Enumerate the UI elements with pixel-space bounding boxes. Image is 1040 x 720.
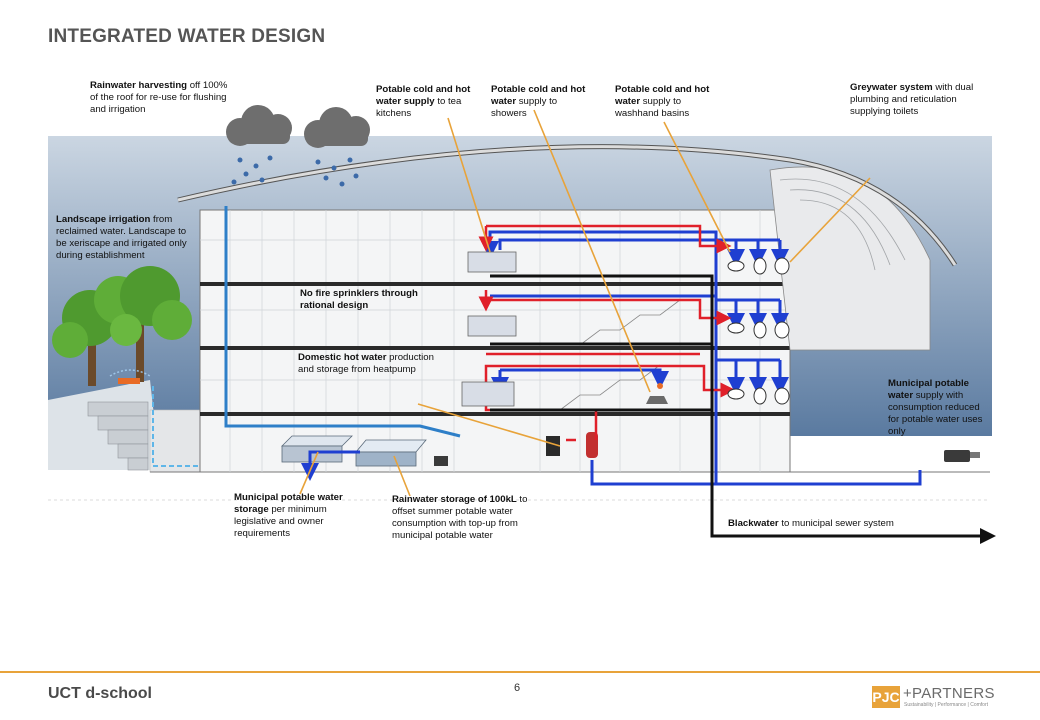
page-number: 6 <box>514 682 520 694</box>
pump-icon <box>434 456 448 466</box>
domestic-hot-water-note: Domestic hot water production and storag… <box>298 352 436 376</box>
greywater-note: Greywater system with dual plumbing and … <box>850 82 986 118</box>
tea-kitchens-note: Potable cold and hot water supply to tea… <box>376 84 472 120</box>
company-logo: PJC +PARTNERS Sustainability | Performan… <box>872 686 992 710</box>
showers-note: Potable cold and hot water supply to sho… <box>491 84 591 120</box>
blackwater-note: Blackwater to municipal sewer system <box>728 518 928 530</box>
municipal-storage-note: Municipal potable water storage per mini… <box>234 492 354 540</box>
landscape-irrigation-note: Landscape irrigation from reclaimed wate… <box>56 214 192 262</box>
fire-sprinklers-note: No fire sprinklers through rational desi… <box>300 288 418 312</box>
logo-mark: PJC <box>872 686 900 708</box>
logo-tagline: Sustainability | Performance | Comfort <box>904 702 988 708</box>
rainwater-storage-note: Rainwater storage of 100kL to offset sum… <box>392 494 546 542</box>
tank-icon <box>356 440 426 466</box>
tank-icon <box>282 436 352 462</box>
footer-project-name: UCT d-school <box>48 685 152 703</box>
logo-name: +PARTNERS <box>903 686 995 702</box>
municipal-supply-note: Municipal potable water supply with cons… <box>888 378 988 438</box>
page-title: INTEGRATED WATER DESIGN <box>48 26 325 48</box>
water-meter-icon <box>944 450 980 462</box>
footer-divider <box>0 671 1040 673</box>
washhand-basins-note: Potable cold and hot water supply to was… <box>615 84 719 120</box>
rainwater-harvesting-note: Rainwater harvesting off 100% of the roo… <box>90 80 236 116</box>
